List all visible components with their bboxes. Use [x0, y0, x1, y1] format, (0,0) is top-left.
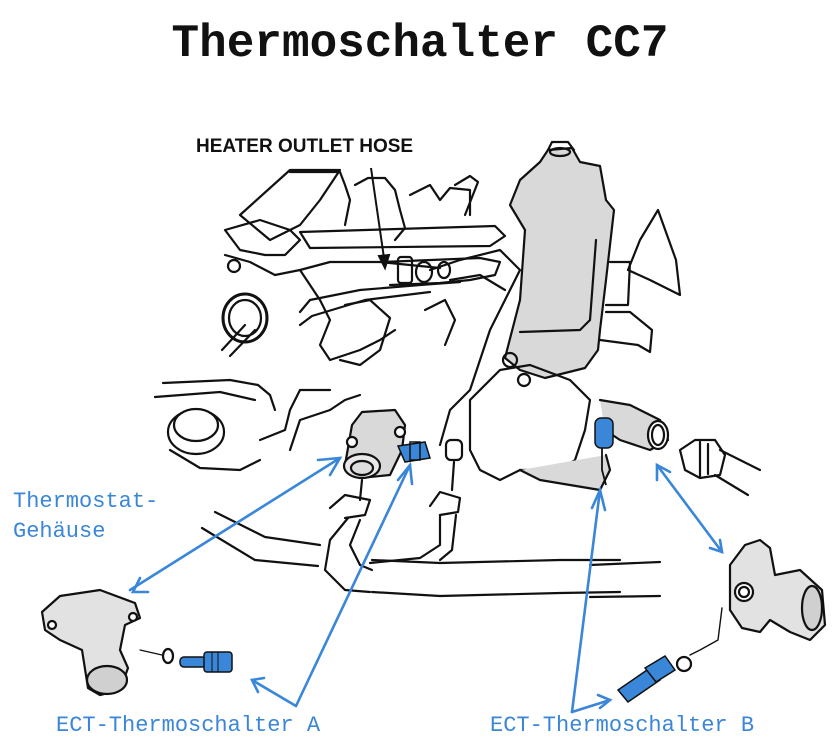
ect-switch-b-exploded [616, 655, 677, 704]
page-title: Thermoschalter CC7 [171, 18, 669, 70]
ect-switch-a-label: ECT-Thermoschalter A [56, 713, 321, 738]
thermostat-housing-label-line2: Gehäuse [13, 519, 106, 544]
thermostat-housing-label: Thermostat- Gehäuse [13, 487, 158, 547]
ect-switch-b-label: ECT-Thermoschalter B [490, 713, 755, 738]
heater-outlet-hose-callout: HEATER OUTLET HOSE [196, 136, 414, 157]
engine-line-art [40, 140, 827, 697]
thermostat-housing-label-line1: Thermostat- [13, 489, 159, 514]
water-outlet-exploded [728, 538, 827, 642]
ect-switch-a-installed [396, 441, 431, 463]
ect-switch-b-installed [594, 417, 614, 486]
heater-hose-pointer-arrow [370, 167, 391, 271]
coolant-reservoir [503, 146, 616, 380]
ect-switch-a-exploded [179, 651, 233, 673]
blue-pointer-arrows [128, 456, 724, 714]
